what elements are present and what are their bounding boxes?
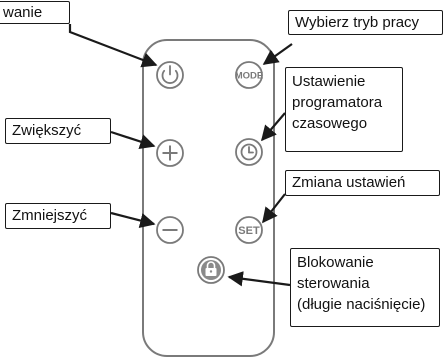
arrow-increase <box>110 130 156 150</box>
callout-increase-text: Zwiększyć <box>12 122 82 139</box>
callout-settings: Zmiana ustawień <box>285 170 440 196</box>
callout-decrease-text: Zmniejszyć <box>12 207 88 224</box>
callout-decrease: Zmniejszyć <box>5 203 111 229</box>
power-icon <box>161 65 179 84</box>
callout-power-text: wanie <box>3 4 43 21</box>
mode-button[interactable]: MODE <box>235 61 264 89</box>
arrow-timer <box>261 112 286 142</box>
timer-button[interactable] <box>235 138 263 166</box>
clock-icon <box>240 143 258 161</box>
callout-timer-line-1: Ustawienie <box>292 73 366 90</box>
set-button-label: SET <box>238 225 260 237</box>
callout-lock-line-2: sterowania <box>297 275 370 292</box>
callout-lock: Blokowanie sterowania (długie naciśnięci… <box>290 248 440 327</box>
callout-increase: Zwiększyć <box>5 118 111 144</box>
callout-mode: Wybierz tryb pracy <box>288 10 443 35</box>
callout-timer-line-2: programatora <box>292 94 383 111</box>
callout-timer: Ustawienie programatora czasowego <box>285 67 403 152</box>
increase-button[interactable] <box>156 139 184 167</box>
decrease-button[interactable] <box>156 216 184 244</box>
mode-button-label: MODE <box>235 71 264 82</box>
lock-icon <box>205 261 217 276</box>
set-button[interactable]: SET <box>235 216 263 244</box>
callout-settings-text: Zmiana ustawień <box>292 174 406 191</box>
plus-icon <box>162 145 178 161</box>
callout-lock-line-1: Blokowanie <box>297 254 374 271</box>
lock-button[interactable] <box>197 256 225 284</box>
arrow-decrease <box>110 211 156 229</box>
callout-power: wanie <box>0 1 70 24</box>
power-button[interactable] <box>156 61 184 89</box>
callout-timer-line-3: czasowego <box>292 115 368 132</box>
callout-lock-line-3: (długie naciśnięcie) <box>297 296 426 313</box>
callout-mode-text: Wybierz tryb pracy <box>295 14 420 31</box>
arrow-settings <box>262 193 286 224</box>
arrow-mode <box>262 43 293 65</box>
arrow-lock <box>227 271 291 287</box>
arrow-power <box>68 24 158 68</box>
